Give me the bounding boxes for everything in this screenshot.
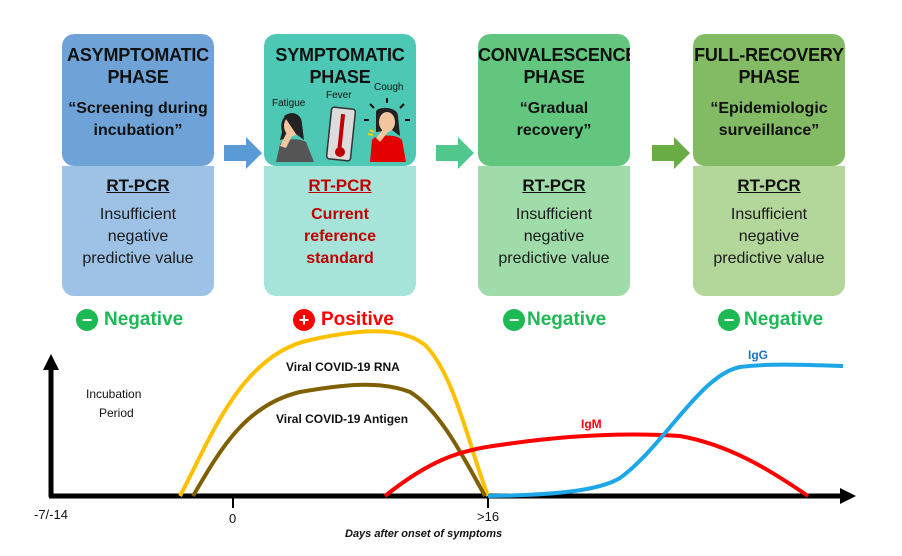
phase-body: RT-PCR Current reference standard [264, 166, 416, 296]
phase-title-line: PHASE [738, 67, 800, 87]
phase-header: FULL-RECOVERY PHASE “Epidemiologic surve… [693, 34, 845, 166]
symptom-label-cough: Cough [374, 82, 404, 93]
coughing-person-icon [364, 98, 410, 162]
desc-line: negative [523, 228, 585, 245]
x-tick-label: -7/-14 [34, 507, 68, 522]
arrow-shape [224, 137, 262, 169]
result-label: Negative [104, 309, 184, 330]
phase-body: RT-PCR Insufficient negative predictive … [478, 166, 630, 296]
phase-title: SYMPTOMATIC PHASE [264, 44, 416, 88]
phase-title-line: PHASE [107, 67, 169, 87]
desc-line: negative [107, 228, 169, 245]
desc-line: standard [306, 250, 374, 267]
symptom-label-fever: Fever [326, 90, 352, 101]
series-label-antigen: Viral COVID-19 Antigen [276, 412, 408, 426]
phase-title-line: PHASE [309, 67, 371, 87]
result-label: Negative [527, 309, 607, 330]
series-igm-line [383, 432, 810, 498]
phase-subtitle-line: “Screening during [68, 100, 208, 117]
y-axis-arrowhead [43, 354, 59, 370]
symptom-label-fatigue: Fatigue [272, 98, 306, 109]
series-label-igg: IgG [748, 348, 768, 362]
result-negative: − Negative [503, 309, 606, 331]
phase-title-line: FULL-RECOVERY [694, 45, 844, 65]
x-axis-label: Days after onset of symptoms [345, 528, 502, 540]
desc-line: predictive value [498, 250, 610, 267]
incubation-label-line2: Period [99, 406, 134, 420]
phase-title-line: CONVALESCENCE [478, 45, 630, 65]
desc-line: predictive value [713, 250, 825, 267]
thermometer-icon [326, 106, 356, 162]
phase-subtitle-line: “Gradual [519, 100, 589, 117]
minus-circle-icon: − [503, 309, 525, 331]
test-description: Current reference standard [264, 204, 416, 270]
arrow-right-icon [224, 137, 262, 169]
desc-line: reference [303, 228, 377, 245]
phase-title: ASYMPTOMATIC PHASE [62, 44, 214, 88]
minus-circle-icon: − [76, 309, 98, 331]
phase-header: CONVALESCENCE PHASE “Gradual recovery” [478, 34, 630, 166]
series-label-igm: IgM [581, 417, 602, 431]
phase-subtitle-line: “Epidemiologic [710, 100, 828, 117]
phase-title: CONVALESCENCE PHASE [478, 44, 630, 88]
arrow-right-icon [652, 137, 690, 169]
incubation-label-line1: Incubation [86, 387, 141, 401]
x-tick-label: 0 [229, 511, 236, 526]
test-label: RT-PCR [522, 176, 586, 195]
arrow-shape [436, 137, 474, 169]
desc-line: Current [311, 206, 369, 223]
plus-circle-icon: + [293, 309, 315, 331]
test-description: Insufficient negative predictive value [693, 204, 845, 270]
result-label: Positive [321, 309, 394, 330]
phase-card-full-recovery: FULL-RECOVERY PHASE “Epidemiologic surve… [693, 34, 845, 296]
desc-line: Insufficient [730, 206, 808, 223]
test-description: Insufficient negative predictive value [62, 204, 214, 270]
phase-subtitle: “Screening during incubation” [62, 98, 214, 142]
series-antigen-line [191, 382, 487, 498]
phase-card-asymptomatic: ASYMPTOMATIC PHASE “Screening during inc… [62, 34, 214, 296]
test-label: RT-PCR [308, 176, 372, 195]
phase-header: SYMPTOMATIC PHASE Fatigue Fever Cough [264, 34, 416, 166]
result-negative: − Negative [76, 309, 183, 331]
symptom-illustrations: Fatigue Fever Cough [270, 82, 412, 164]
phase-subtitle-line: surveillance” [718, 122, 820, 139]
phase-title: FULL-RECOVERY PHASE [693, 44, 845, 88]
phase-title-line: PHASE [523, 67, 585, 87]
phase-header: ASYMPTOMATIC PHASE “Screening during inc… [62, 34, 214, 166]
test-label: RT-PCR [737, 176, 801, 195]
phase-subtitle: “Gradual recovery” [478, 98, 630, 142]
test-label: RT-PCR [106, 176, 170, 195]
phase-subtitle: “Epidemiologic surveillance” [693, 98, 845, 142]
x-axis-arrowhead [840, 488, 856, 504]
series-igg-line [487, 362, 844, 498]
desc-line: Insufficient [515, 206, 593, 223]
desc-line: Insufficient [99, 206, 177, 223]
phase-body: RT-PCR Insufficient negative predictive … [693, 166, 845, 296]
result-positive: + Positive [293, 309, 394, 331]
phase-body: RT-PCR Insufficient negative predictive … [62, 166, 214, 296]
series-label-rna: Viral COVID-19 RNA [286, 360, 400, 374]
phase-card-symptomatic: SYMPTOMATIC PHASE Fatigue Fever Cough [264, 34, 416, 296]
desc-line: negative [738, 228, 800, 245]
phase-card-convalescence: CONVALESCENCE PHASE “Gradual recovery” R… [478, 34, 630, 296]
arrow-right-icon [436, 137, 474, 169]
arrow-shape [652, 137, 690, 169]
minus-circle-icon: − [718, 309, 740, 331]
test-description: Insufficient negative predictive value [478, 204, 630, 270]
result-negative: − Negative [718, 309, 823, 331]
phase-title-line: SYMPTOMATIC [275, 45, 405, 65]
x-tick-label: >16 [477, 509, 499, 524]
fatigue-person-icon [276, 113, 314, 162]
phase-subtitle-line: incubation” [93, 122, 183, 139]
desc-line: predictive value [82, 250, 194, 267]
result-label: Negative [744, 309, 824, 330]
phase-title-line: ASYMPTOMATIC [67, 45, 209, 65]
phase-subtitle-line: recovery” [516, 122, 592, 139]
series-rna-line [178, 329, 490, 497]
